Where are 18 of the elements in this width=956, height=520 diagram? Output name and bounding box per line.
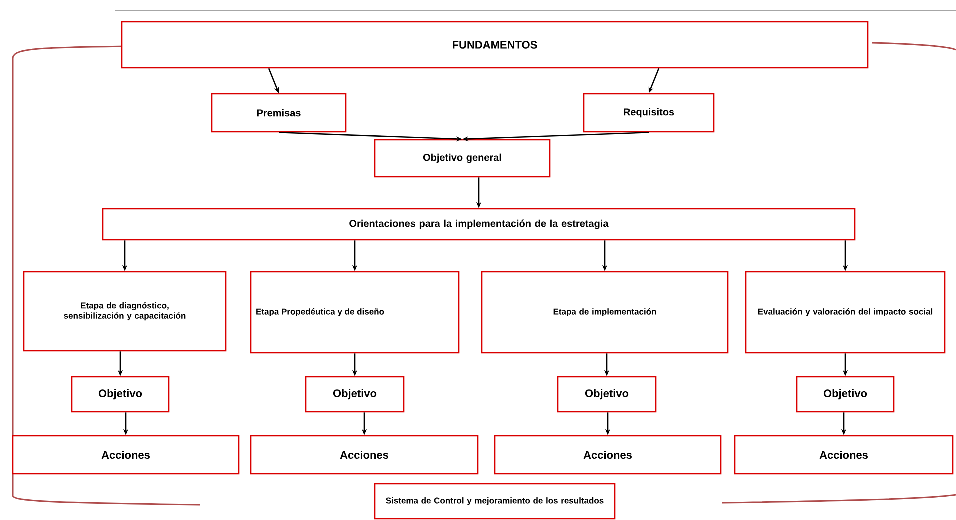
process-box: Objetivo (796, 376, 895, 413)
process-box: Requisitos (583, 93, 715, 133)
process-box: Objetivo (557, 376, 657, 413)
process-box: Sistema de Control y mejoramiento de los resultados (374, 483, 616, 520)
process-box: Acciones (12, 435, 240, 475)
stage-box: Etapa de implementación (481, 271, 729, 354)
process-box: Acciones (734, 435, 954, 475)
process-box: Objetivo general (374, 139, 551, 178)
process-box: Acciones (494, 435, 722, 475)
process-box: Orientaciones para la implementación de la estretagia (102, 208, 856, 241)
stage-box: Etapa de diagnóstico, sensibilización y capacitación (23, 271, 227, 352)
heading-box: FUNDAMENTOS (121, 21, 869, 69)
stage-box: Evaluación y valoración del impacto social (745, 271, 946, 354)
process-box: Premisas (211, 93, 347, 133)
process-box: Acciones (250, 435, 479, 475)
process-box: Objetivo (305, 376, 405, 413)
stage-box: Etapa Propedéutica y de diseño (250, 271, 460, 354)
process-box: Objetivo (71, 376, 170, 413)
